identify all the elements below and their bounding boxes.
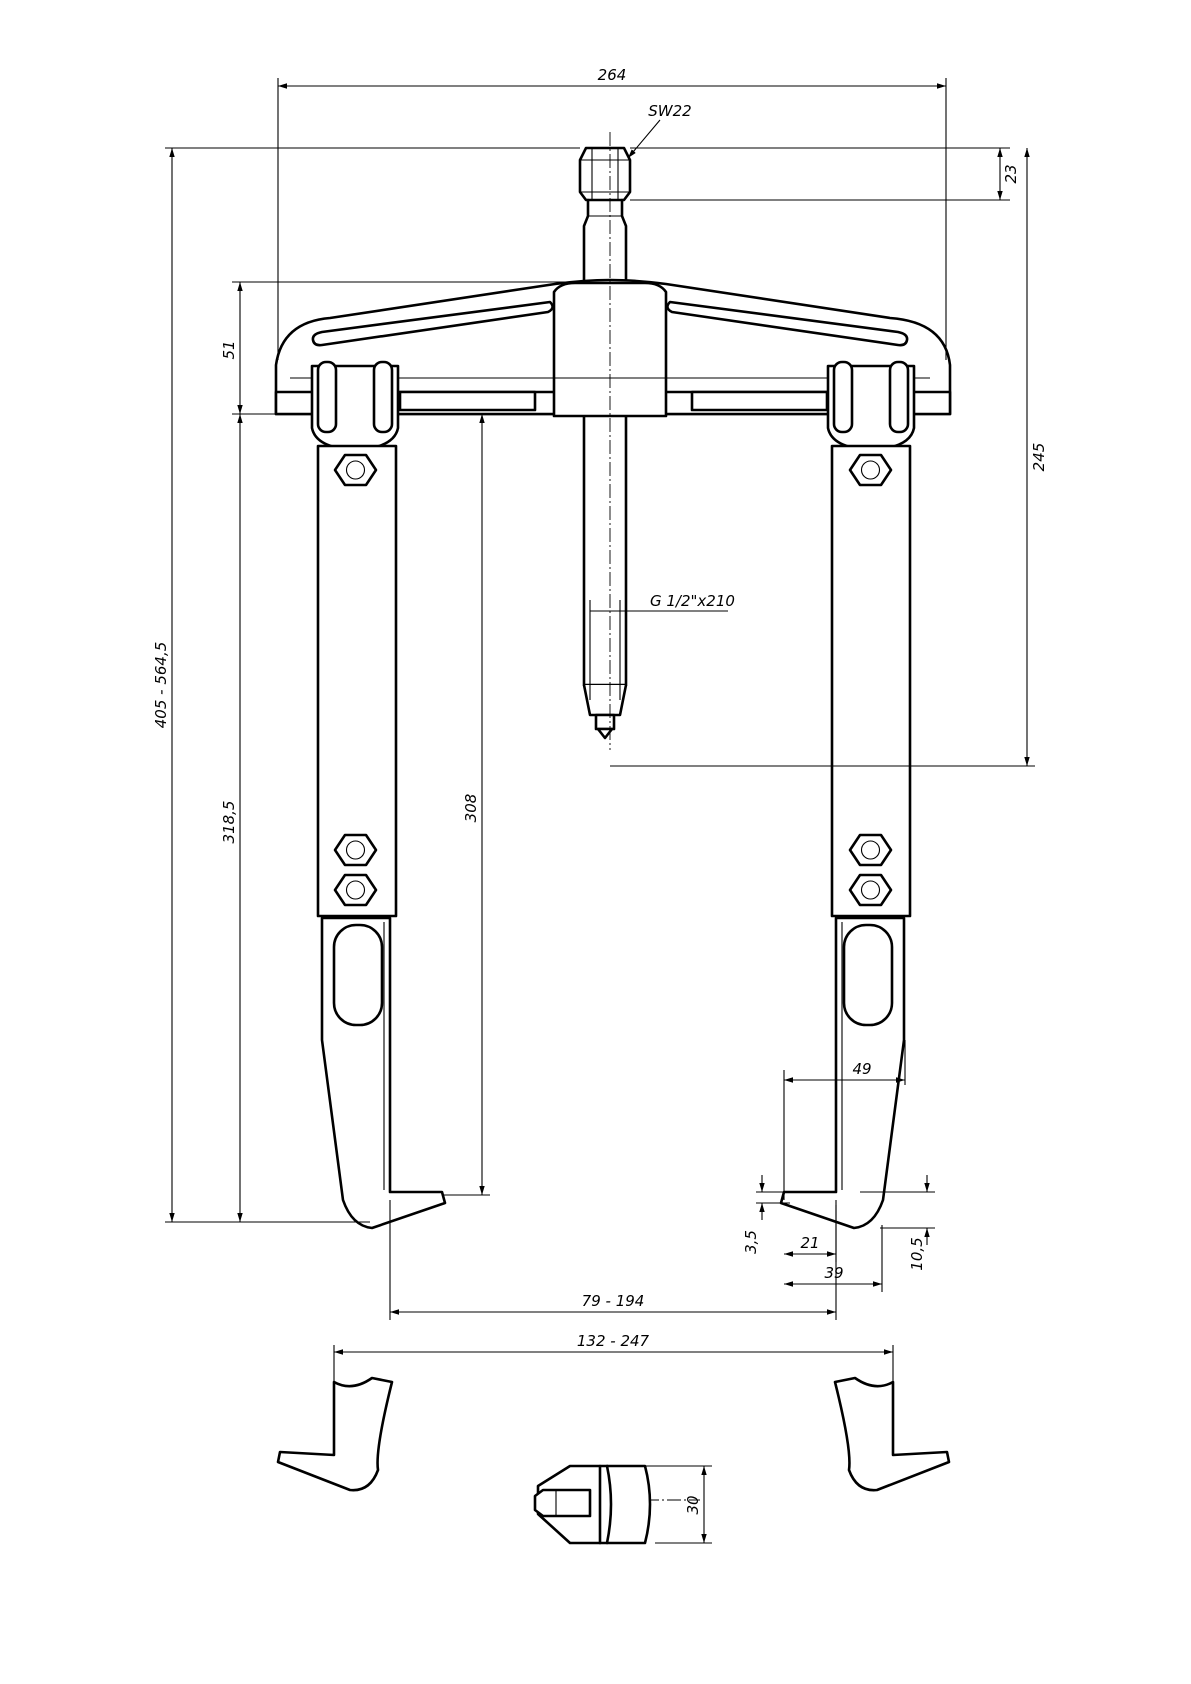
left-arm-bar — [316, 444, 398, 918]
dim-inner-span-range: 79 - 194 — [582, 1292, 645, 1310]
dim-nut-height: 23 — [1002, 164, 1020, 183]
dim-spindle-thread: G 1/2"x210 — [650, 592, 735, 610]
right-arm-bar — [830, 444, 912, 918]
dim-jaw-hook-thickness: 3,5 — [742, 1230, 760, 1254]
dim-jaw-tip-height: 10,5 — [908, 1237, 926, 1270]
dim-jaw-tip-width: 39 — [824, 1264, 843, 1282]
spare-jaws — [276, 1376, 951, 1492]
dim-crossbar-height: 51 — [220, 340, 238, 359]
left-arm-bolt — [333, 453, 378, 487]
spindle — [578, 146, 632, 740]
dim-jaw-width: 49 — [852, 1060, 871, 1078]
dim-outer-span-range: 132 - 247 — [577, 1332, 650, 1350]
dimension-lines — [165, 78, 1035, 1544]
dim-spindle-height: 245 — [1030, 443, 1048, 472]
slider-section — [533, 1464, 652, 1545]
crossbar — [274, 278, 952, 418]
crossbar-hub — [552, 281, 668, 418]
dim-nut-size: SW22 — [648, 102, 691, 120]
spare-jaw-left — [276, 1376, 394, 1492]
right-arm — [779, 360, 916, 1230]
dimension-labels: 264 SW22 23 245 405 - 564,5 51 318,5 308… — [152, 66, 1048, 1515]
dim-overall-width: 264 — [598, 66, 627, 84]
dim-slider-width: 30 — [684, 1495, 702, 1514]
left-arm — [310, 360, 447, 1230]
dim-arm-reach-outer: 318,5 — [220, 801, 238, 844]
dim-overall-height-range: 405 - 564,5 — [152, 642, 170, 729]
dim-jaw-hook-depth: 21 — [800, 1234, 819, 1252]
dim-arm-reach-inner: 308 — [462, 794, 480, 823]
spare-jaw-right — [833, 1376, 951, 1492]
threaded-spindle — [582, 413, 628, 687]
